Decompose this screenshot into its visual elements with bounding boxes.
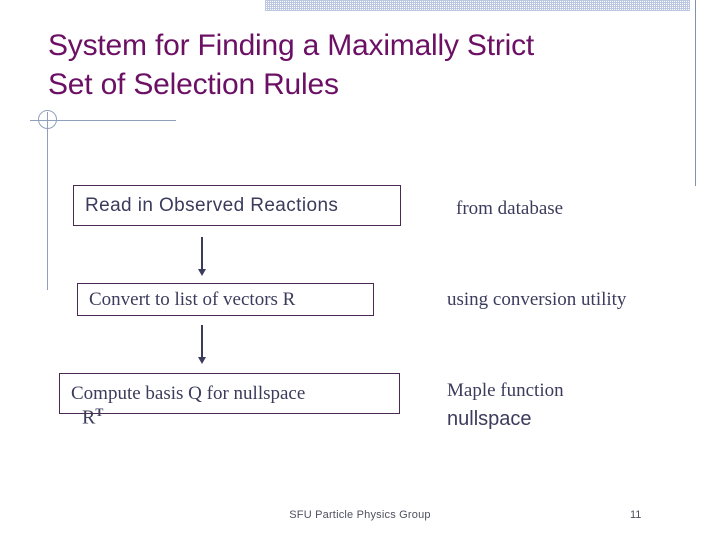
- dotted-band-decoration: [265, 0, 690, 11]
- flow-step-sublabel-3: RT: [82, 405, 103, 429]
- arrow-down-icon: [196, 237, 208, 277]
- footer-page-number: 11: [630, 509, 642, 521]
- arrow-head: [198, 269, 206, 276]
- flow-step-note-1: from database: [456, 198, 564, 219]
- flow-step-label-3: Compute basis Q for nullspace: [71, 382, 306, 404]
- page-title: System for Finding a Maximally Strict Se…: [48, 29, 535, 101]
- sublabel-base: R: [82, 406, 96, 429]
- flow-step-label-2: Convert to list of vectors R: [89, 288, 296, 310]
- flow-step-box-3: Compute basis Q for nullspace: [59, 373, 400, 414]
- flow-step-note-3: Maple function: [447, 380, 564, 401]
- arrow-head: [198, 357, 206, 364]
- crosshair-vertical-line: [47, 112, 48, 290]
- arrow-shaft: [201, 325, 203, 358]
- flow-step-box-2: Convert to list of vectors R: [77, 283, 374, 316]
- footer-organization: SFU Particle Physics Group: [289, 509, 431, 521]
- circle-crosshair-icon: [38, 110, 57, 129]
- crosshair-horizontal-line: [30, 120, 176, 121]
- flow-step-label-1: Read in Observed Reactions: [85, 194, 339, 216]
- flow-step-note-3-secondary: nullspace: [447, 408, 532, 430]
- flow-step-note-2: using conversion utility: [447, 289, 627, 310]
- right-vertical-rule: [695, 0, 696, 186]
- arrow-down-icon: [196, 325, 208, 365]
- flow-step-box-1: Read in Observed Reactions: [73, 185, 401, 226]
- arrow-shaft: [201, 237, 203, 270]
- sublabel-superscript: T: [95, 405, 103, 419]
